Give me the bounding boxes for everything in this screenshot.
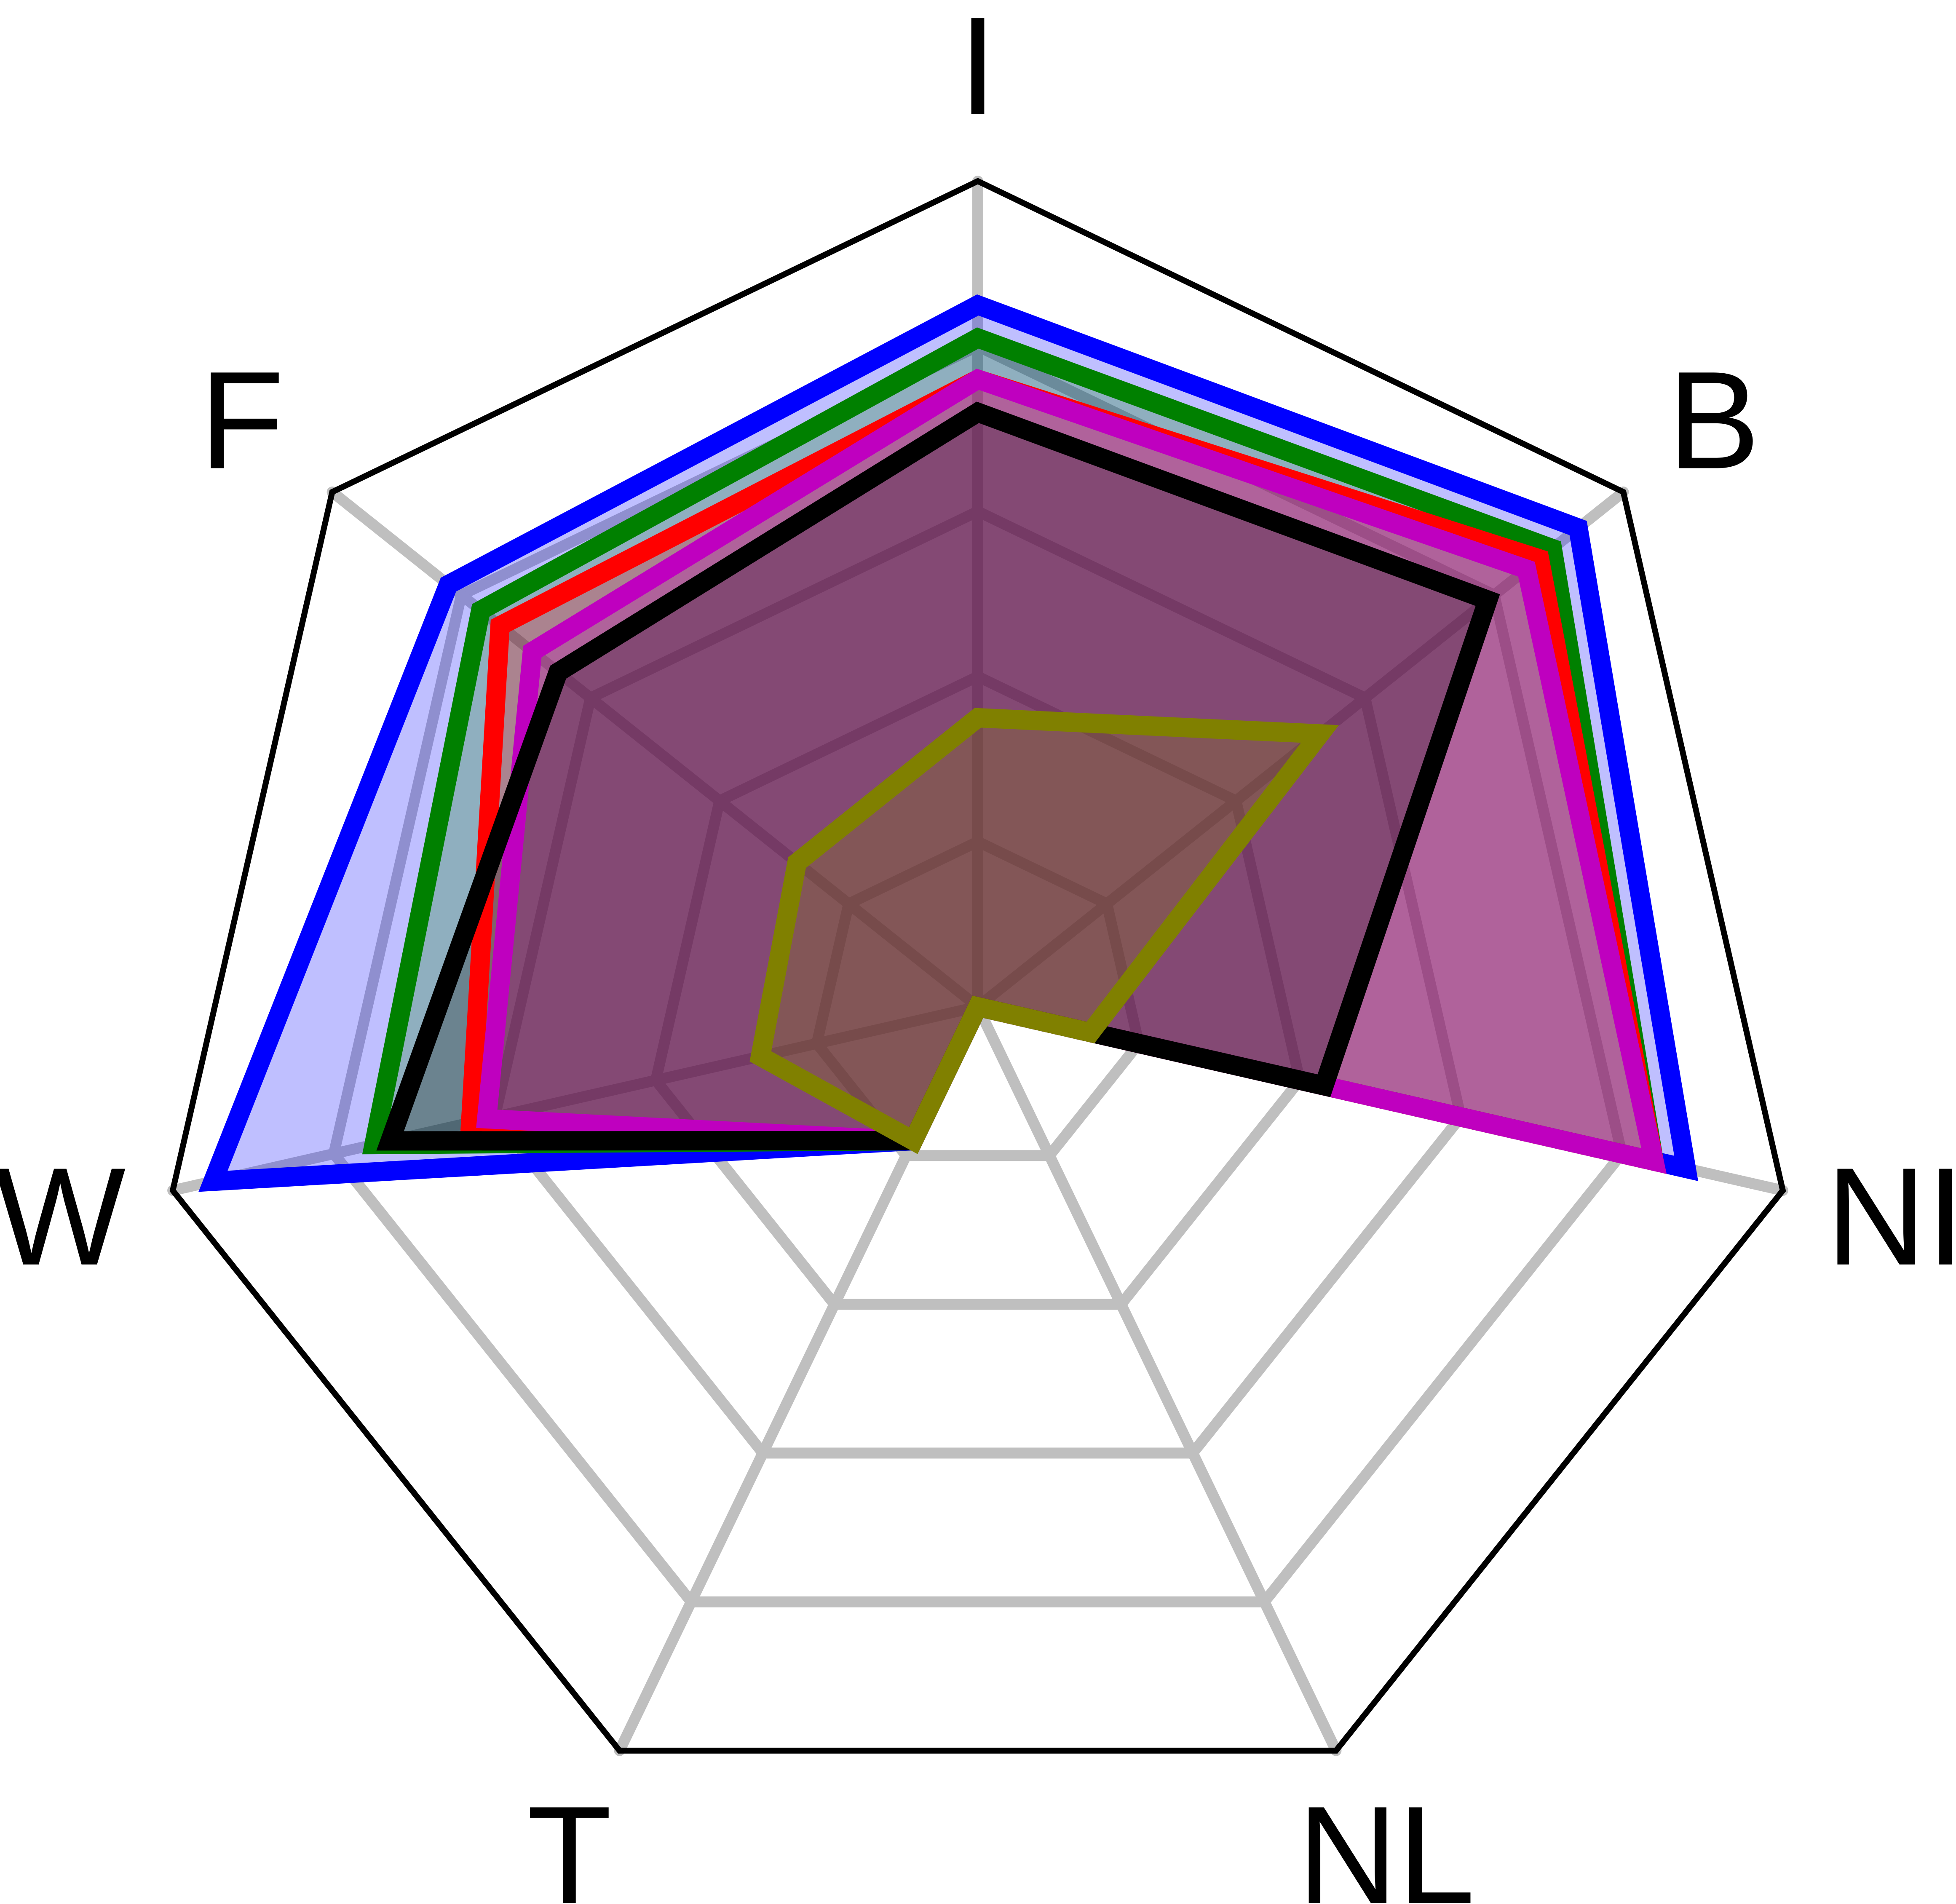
spoke-f bbox=[326, 487, 983, 1012]
grid-ring-2 bbox=[650, 671, 1306, 1310]
series-6-line bbox=[749, 708, 1339, 1154]
axis-label-ni: NI bbox=[1826, 1139, 1956, 1294]
grid-ring-1 bbox=[811, 836, 1145, 1161]
axis-label-nl: NL bbox=[1298, 1777, 1475, 1904]
axis-label-t: T bbox=[527, 1777, 612, 1904]
grid-ring-3 bbox=[489, 506, 1466, 1459]
series-5-area bbox=[390, 412, 1488, 1141]
radar-frame bbox=[169, 178, 1786, 1754]
grid-ring-4 bbox=[328, 341, 1627, 1607]
series-6-area bbox=[760, 718, 1320, 1141]
spoke-w bbox=[167, 1001, 983, 1196]
radar-series bbox=[198, 294, 1698, 1192]
axis-label-w: W bbox=[0, 1139, 127, 1294]
outer-frame bbox=[169, 178, 1786, 1754]
radar-grid bbox=[328, 341, 1627, 1607]
axis-label-i: I bbox=[958, 0, 997, 143]
axis-label-b: B bbox=[1667, 342, 1760, 497]
axis-label-f: F bbox=[199, 342, 284, 497]
spoke-nl bbox=[972, 1001, 1342, 1756]
